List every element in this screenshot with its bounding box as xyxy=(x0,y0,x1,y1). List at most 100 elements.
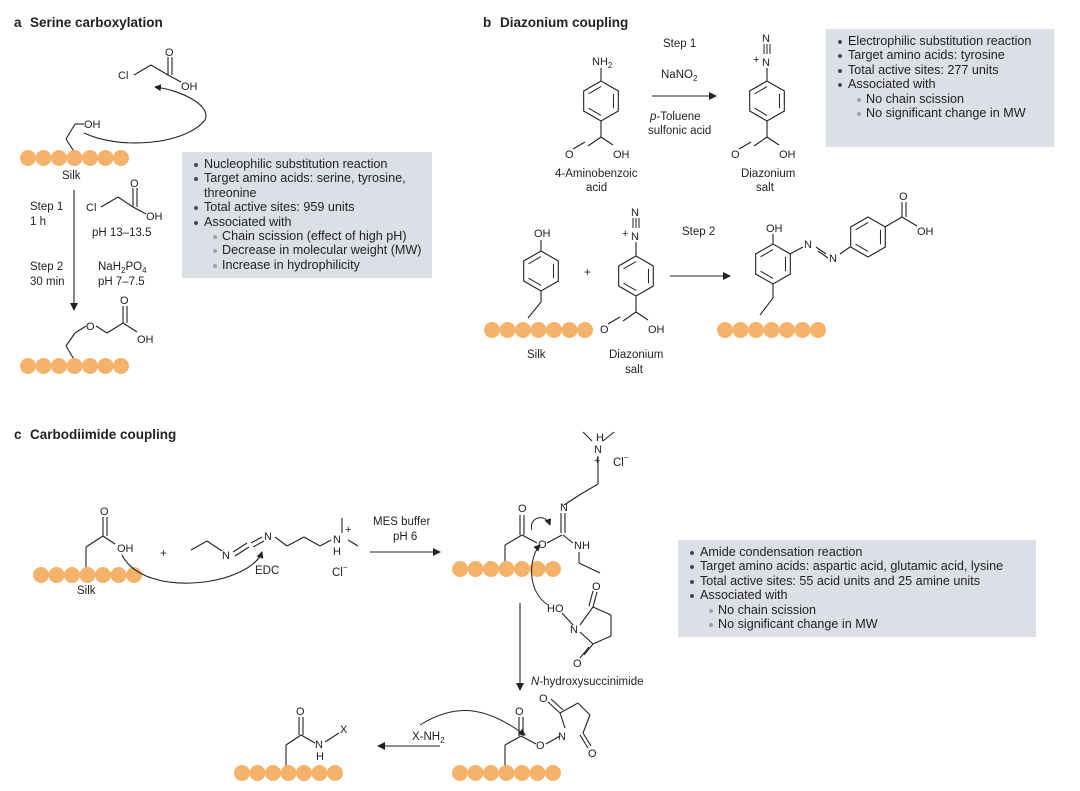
mes-ph-label: pH 6 xyxy=(393,531,417,543)
o-atom: O xyxy=(518,503,527,515)
o-atom: O xyxy=(565,149,574,161)
sulfonic-label: sulfonic acid xyxy=(648,125,711,137)
silk-bead xyxy=(82,358,98,374)
edc-molecule xyxy=(190,518,359,557)
silk-bead xyxy=(499,322,516,338)
silk-bead xyxy=(249,765,266,781)
oh-group: OH xyxy=(779,149,796,161)
info-sub-item: No chain scission xyxy=(836,92,1044,106)
info-item: Total active sites: 959 units xyxy=(192,200,422,214)
silk-chain xyxy=(20,150,129,166)
chloroacetic-acid-top xyxy=(133,57,182,83)
panel-b-letter: b xyxy=(483,15,491,30)
o-acylisourea xyxy=(504,431,615,574)
aminobenzoic-label: acid xyxy=(586,182,607,194)
o-atom: O xyxy=(573,658,582,670)
plus-charge: + xyxy=(345,524,351,536)
benzene-ring xyxy=(850,216,886,258)
nano2-label: NaNO2 xyxy=(661,69,698,83)
step-2-label: Step 2 xyxy=(682,226,715,238)
step-1-time: 1 h xyxy=(30,216,46,228)
silk-bead xyxy=(110,567,127,583)
o-atom: O xyxy=(515,706,524,718)
ph-1-label: pH 13–13.5 xyxy=(92,227,151,239)
n-atom: N xyxy=(264,531,272,543)
silk-bead xyxy=(113,150,129,166)
oh-group: OH xyxy=(648,324,665,336)
silk-bead xyxy=(35,358,52,374)
n-atom: N xyxy=(560,502,568,514)
step-2-label: Step 2 xyxy=(30,261,63,273)
edc-label: EDC xyxy=(255,565,279,577)
triple-bond xyxy=(763,44,771,54)
info-item: Total active sites: 55 acid units and 25… xyxy=(688,574,1026,588)
xnh2-label: X-NH2 xyxy=(412,731,445,745)
curved-arrow xyxy=(530,517,552,531)
info-sub-item: No significant change in MW xyxy=(688,617,1026,631)
benzene-ring xyxy=(583,80,619,122)
info-item: Nucleophilic substitution reaction xyxy=(192,157,422,171)
ph-2-label: pH 7–7.5 xyxy=(98,276,145,288)
panel-c-title: Carbodiimide coupling xyxy=(30,427,176,442)
azo-bond xyxy=(759,246,851,316)
n-atom: N xyxy=(762,33,770,45)
silk-bead xyxy=(514,561,530,577)
o-atom: O xyxy=(899,191,908,203)
nhs-label: N-hydroxysuccinimide xyxy=(531,676,644,688)
silk-bead xyxy=(97,150,114,166)
plus-sign: + xyxy=(160,548,167,560)
info-item: Electrophilic substitution reaction xyxy=(836,34,1044,48)
silk-bead xyxy=(577,322,593,338)
silk-bead xyxy=(515,322,531,338)
aminobenzoic-label: 4-Aminobenzoic xyxy=(555,168,638,180)
info-item: Target amino acids: aspartic acid, gluta… xyxy=(688,559,1026,573)
n-atom: N xyxy=(762,57,770,69)
silk-bead xyxy=(748,322,764,338)
plus-sign: + xyxy=(584,267,591,279)
n-atom: N xyxy=(829,253,837,265)
silk-bead xyxy=(265,765,281,781)
silk-bead xyxy=(97,358,114,374)
oh-group: OH xyxy=(137,334,154,346)
step-2-time: 30 min xyxy=(30,276,65,288)
info-sub-item: Increase in hydrophilicity xyxy=(192,258,422,272)
silk-bead xyxy=(296,765,312,781)
nhs-ester xyxy=(504,698,592,768)
silk-bead xyxy=(794,322,811,338)
chloride-ion: Cl− xyxy=(613,453,629,469)
silk-bead xyxy=(717,322,733,338)
silk-bead xyxy=(545,561,561,577)
silk-bead xyxy=(498,765,515,781)
silk-bead xyxy=(529,561,546,577)
panel-b-title: Diazonium coupling xyxy=(500,15,628,30)
o-atom: O xyxy=(120,295,129,307)
oh-group: OH xyxy=(84,119,101,131)
plus-charge: + xyxy=(622,228,628,240)
diazonium-label: Diazonium xyxy=(741,168,795,180)
nh2-group: NH2 xyxy=(592,56,613,70)
h-atom: H xyxy=(316,751,324,763)
silk-bead xyxy=(311,765,328,781)
n-atom: N xyxy=(570,624,578,636)
plus-charge: + xyxy=(753,54,759,66)
oh-group: OH xyxy=(117,543,134,555)
benzene-ring xyxy=(755,243,791,285)
panel-a-letter: a xyxy=(14,15,22,30)
info-item: Target amino acids: serine, tyrosine, th… xyxy=(192,171,422,200)
info-item: Associated with xyxy=(192,215,422,229)
silk-bead xyxy=(561,322,578,338)
silk-chain xyxy=(484,322,593,338)
o-atom: O xyxy=(588,748,597,760)
silk-bead xyxy=(545,765,561,781)
aspartate-side-chain xyxy=(85,517,116,569)
